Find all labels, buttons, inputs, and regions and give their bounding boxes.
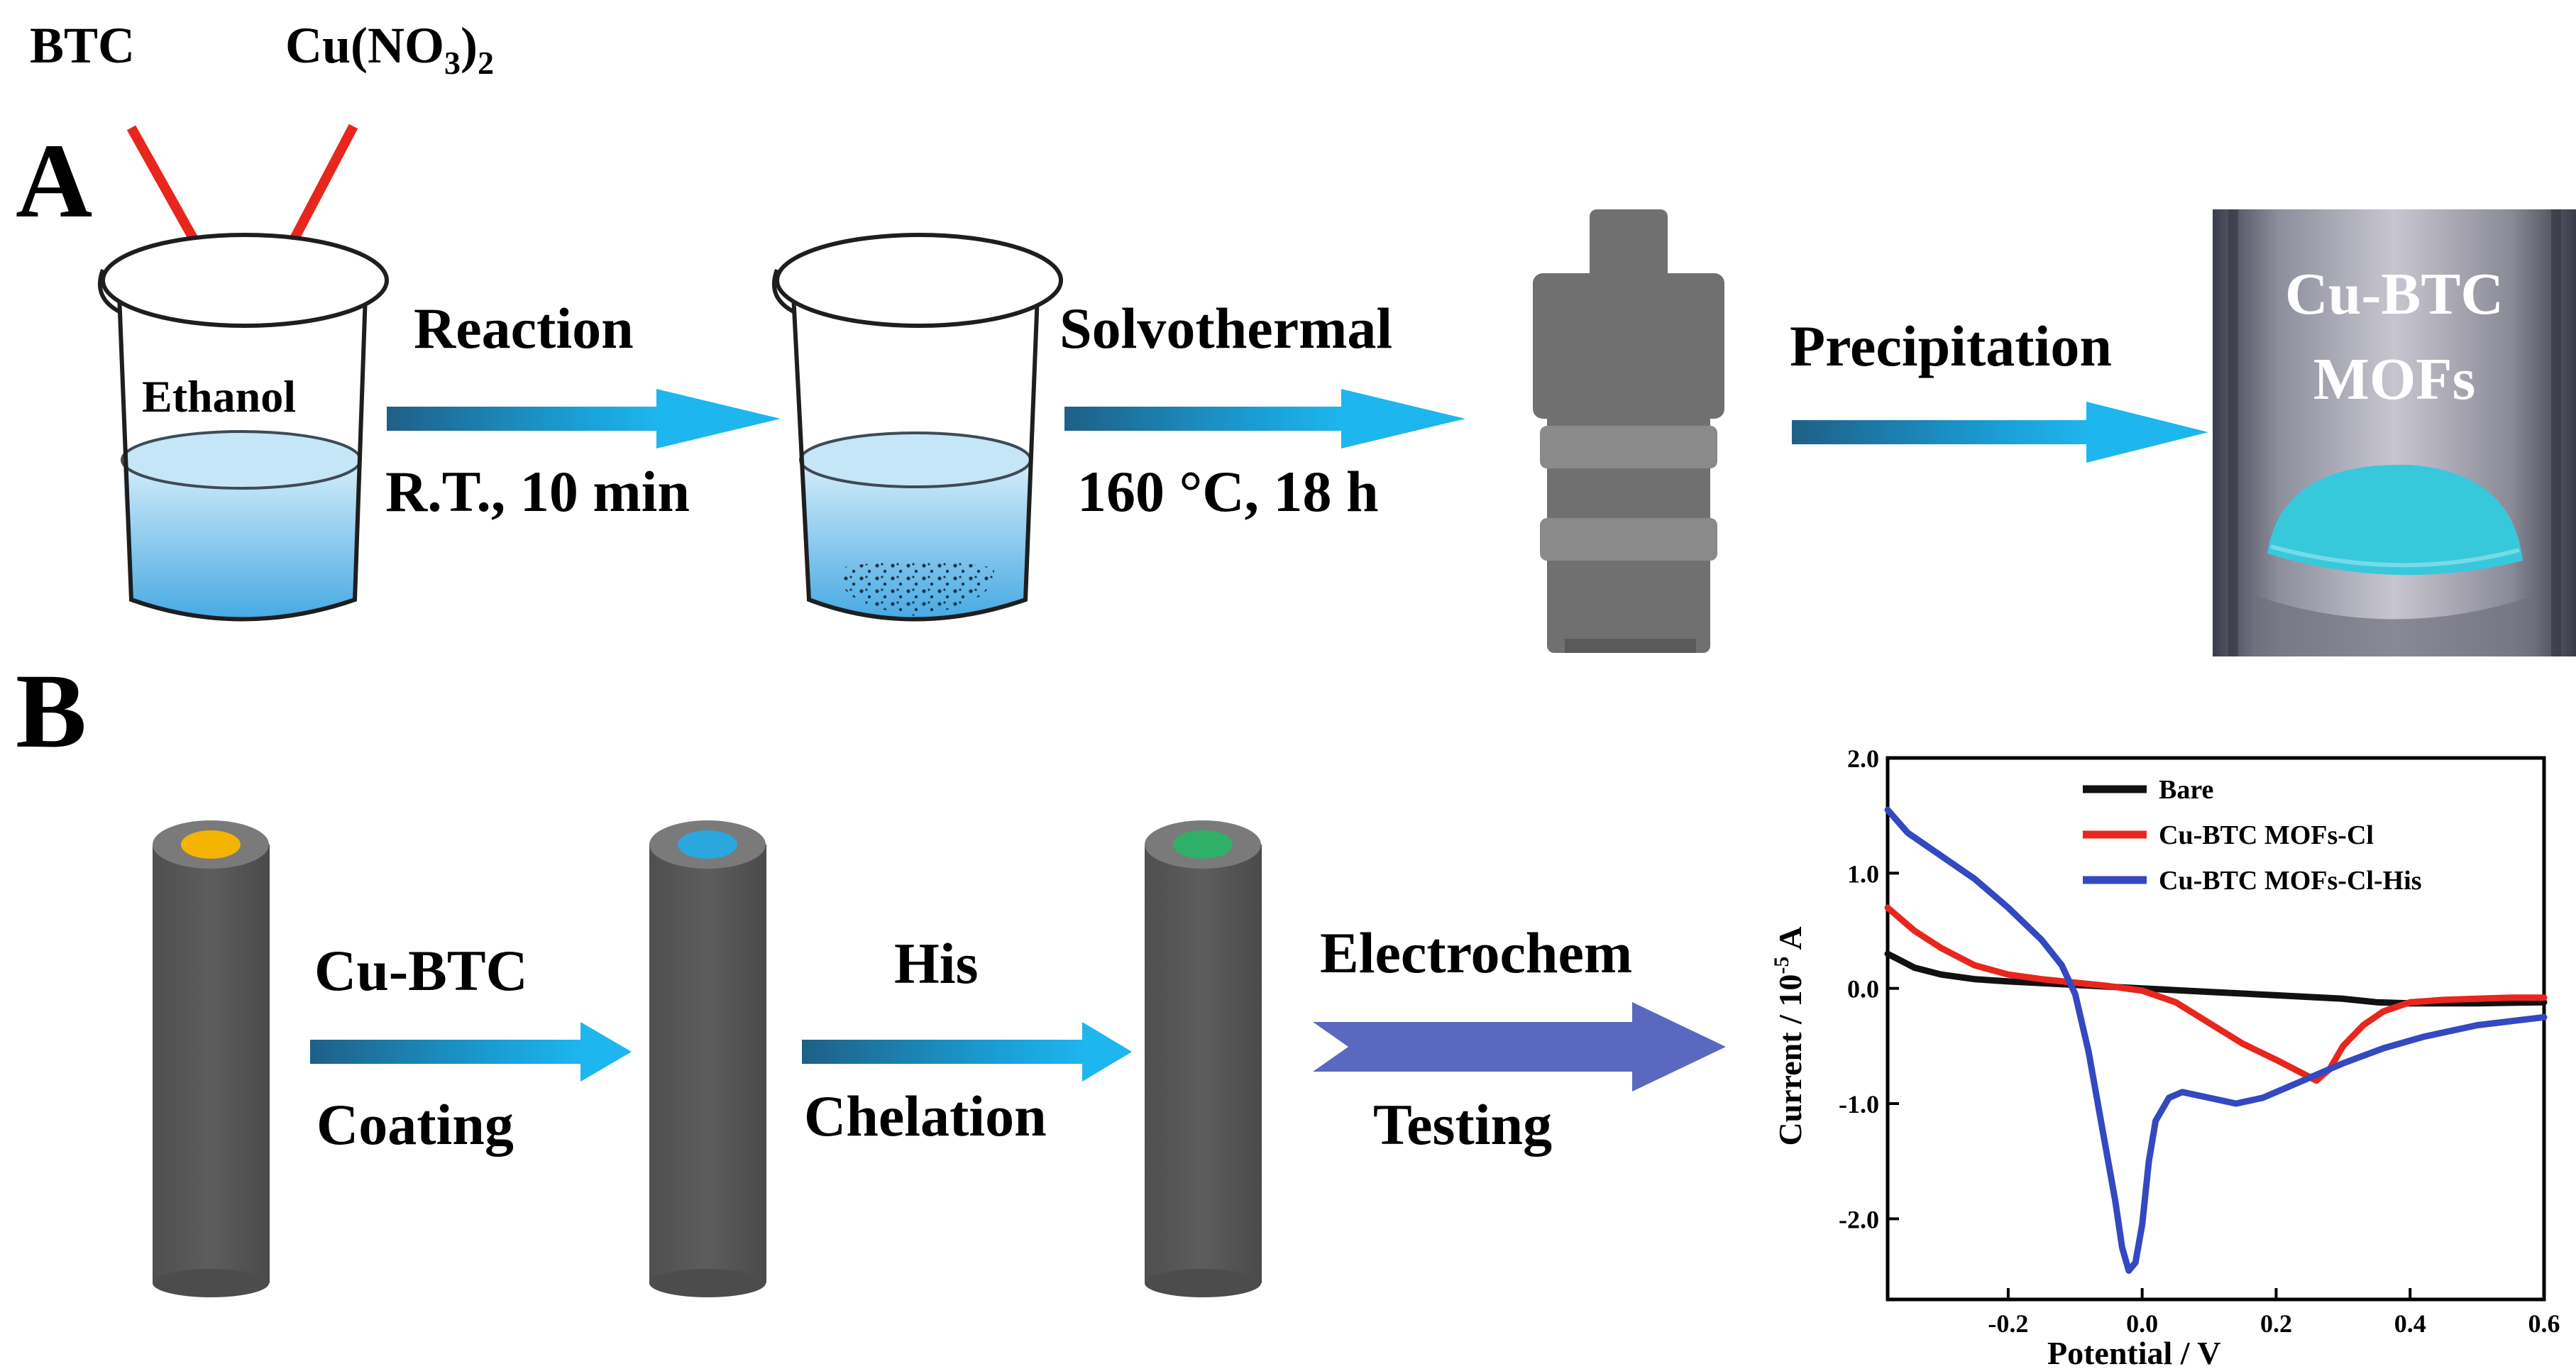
step-precipitation-label: Precipitation (1790, 314, 2112, 378)
beaker2-rim (775, 233, 1063, 328)
x-tick-label: -0.2 (1988, 1309, 2028, 1338)
beaker-rim (101, 233, 389, 328)
panel-a-label: A (16, 122, 92, 240)
electrode-tip-cubtc (678, 830, 737, 859)
y-tick-label: 2.0 (1847, 744, 1879, 773)
electrode-tip-bare (181, 830, 241, 859)
electrode-tip-his (1173, 830, 1233, 859)
series-line-3 (1884, 806, 2548, 1274)
reagent-copper-nitrate-label: Cu(NO3)2 (285, 17, 494, 81)
chelation-arrow (802, 1022, 1132, 1082)
step-coating-label: Cu-BTC (314, 938, 528, 1003)
electrode-his (1145, 820, 1262, 1297)
y-tick-label: 0.0 (1847, 975, 1879, 1004)
reagent-btc-label: BTC (30, 17, 135, 74)
step-solvothermal-condition: 160 °C, 18 h (1077, 459, 1379, 524)
step-coating-sub: Coating (317, 1092, 514, 1157)
product-powder (2267, 464, 2523, 576)
product-vial-photo (2213, 209, 2576, 656)
y-tick-label: -2.0 (1839, 1205, 1879, 1233)
electrode-cubtc (649, 820, 766, 1297)
btc-arrow-line (126, 125, 206, 255)
reaction-arrow (387, 389, 781, 449)
precipitate-particles (840, 561, 994, 616)
beaker2-liquid-surface (799, 431, 1032, 488)
copper-arrow-line (282, 123, 358, 255)
cv-chart: -0.2 0.0 0.2 0.4 0.6 2.0 1.0 0.0 -1.0 -2.0 BareCu… (1839, 744, 2560, 1338)
step-electrochem-label: Electrochem (1320, 920, 1632, 985)
x-tick-label: 0.2 (2260, 1309, 2292, 1338)
x-tick-label: 0.6 (2528, 1309, 2560, 1338)
precipitation-arrow (1792, 402, 2208, 463)
solvothermal-arrow (1064, 389, 1465, 449)
y-axis-label: Current / 10-5 A (1770, 926, 1808, 1145)
coating-arrow (310, 1022, 632, 1082)
y-tick-label: -1.0 (1839, 1090, 1879, 1118)
legend-label: Bare (2159, 775, 2213, 805)
electrochem-arrow (1313, 1002, 1726, 1092)
y-tick-label: 1.0 (1847, 859, 1879, 888)
x-tick-label: 0.4 (2394, 1309, 2426, 1338)
beaker-spout (98, 268, 122, 314)
panel-b-label: B (16, 652, 87, 770)
product-label-line2: MOFs (2313, 346, 2476, 412)
step-testing-sub: Testing (1373, 1092, 1552, 1157)
beaker-ethanol (98, 233, 389, 622)
step-chelation-label: His (894, 931, 978, 996)
step-solvothermal-label: Solvothermal (1059, 296, 1392, 361)
beaker-precipitate (772, 233, 1063, 622)
beaker2-spout (772, 268, 796, 314)
step-reaction-condition: R.T., 10 min (385, 459, 690, 524)
step-chelation-sub: Chelation (804, 1084, 1047, 1148)
x-tick-label: 0.0 (2126, 1309, 2158, 1338)
series-line-2 (1884, 904, 2548, 1084)
autoclave-reactor (1533, 209, 1724, 653)
beaker-liquid (122, 460, 360, 620)
liquid-surface (121, 430, 362, 490)
legend-label: Cu-BTC MOFs-Cl-His (2159, 866, 2422, 896)
legend-label: Cu-BTC MOFs-Cl (2159, 820, 2374, 850)
vial-glass (2213, 209, 2576, 656)
step-reaction-label: Reaction (414, 296, 634, 361)
x-axis-label: Potential / V (2047, 1335, 2220, 1369)
product-label-line1: Cu-BTC (2285, 261, 2504, 327)
solvent-label: Ethanol (142, 371, 296, 422)
electrode-bare (153, 820, 270, 1297)
